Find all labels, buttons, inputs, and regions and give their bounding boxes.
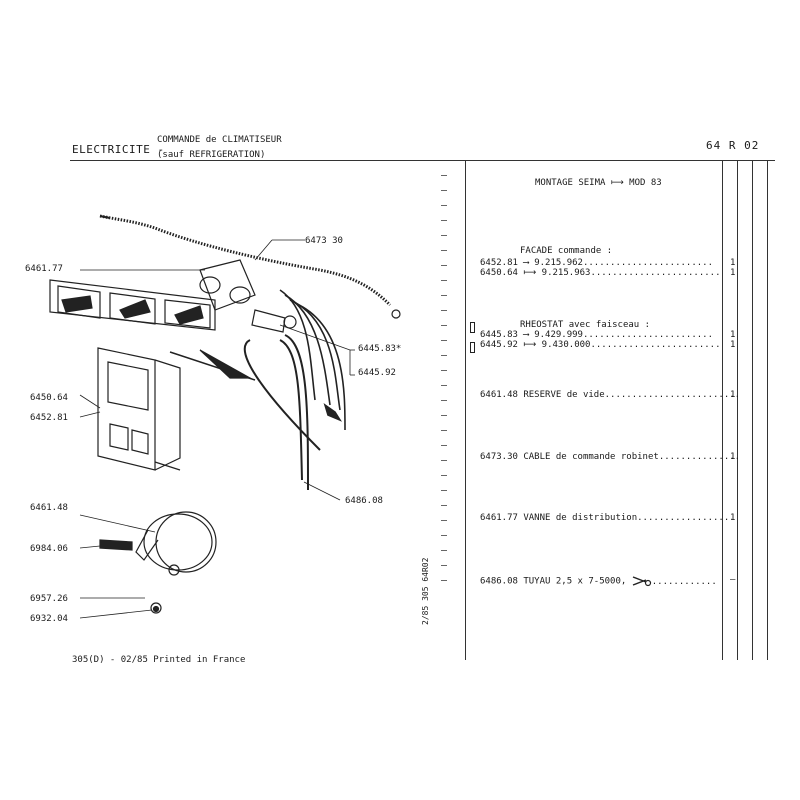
callout-6452-81: 6452.81 (30, 413, 68, 423)
vacuum-hoses (243, 334, 321, 491)
scissors-icon (632, 576, 651, 587)
table-col-rule-1 (722, 160, 723, 660)
part-6461-48: 6461.48 RESERVE de vide.................… (480, 390, 740, 400)
page-code: 64 R 02 (706, 139, 760, 152)
section-title: ELECTRICITE - (72, 143, 165, 156)
table-col-rule-2 (737, 160, 738, 660)
table-col-rule-3 (752, 160, 753, 660)
header-title-line1: COMMANDE de CLIMATISEUR (157, 135, 282, 145)
callout-6461-77: 6461.77 (25, 264, 63, 274)
montage-label: MONTAGE SEIMA ⟼ MOD 83 (535, 178, 662, 188)
bolt (99, 539, 133, 551)
header-rule (70, 160, 775, 161)
callout-6957-26: 6957.26 (30, 594, 68, 604)
rheo-row-2-qty: 1 (730, 340, 736, 350)
table-left-rule (465, 160, 466, 660)
part-6461-48-qty: 1 (730, 390, 736, 400)
part-6473-30-qty: 1 (730, 452, 736, 462)
support-frame (97, 347, 181, 471)
rheo-marker-2 (470, 342, 475, 353)
facade-row-1-qty: 1 (730, 258, 736, 268)
callout-6461-48: 6461.48 (30, 503, 68, 513)
callout-6450-64: 6450.64 (30, 393, 68, 403)
cable-end (391, 309, 401, 319)
facade-row-2-qty: 1 (730, 268, 736, 278)
parts-diagram (49, 214, 401, 619)
vacuum-reserve (135, 511, 217, 576)
footer-printed: 305(D) - 02/85 Printed in France (72, 655, 246, 665)
facade-title: FACADE commande : (520, 246, 613, 256)
nut (152, 605, 160, 613)
rheostat (251, 309, 297, 333)
callout-6486-08: 6486.08 (345, 496, 383, 506)
facade-row-1: 6452.81 ⟶ 9.215.962.....................… (480, 258, 713, 268)
header-title-line2: (sauf REFRIGERATION) (157, 150, 266, 160)
wire-harness (279, 289, 346, 431)
callout-6984-06: 6984.06 (30, 544, 68, 554)
callout-6445-92: 6445.92 (358, 368, 396, 378)
rheo-marker-1 (470, 322, 475, 333)
part-6473-30: 6473.30 CABLE de commande robinet.......… (480, 452, 739, 462)
rheo-title: RHEOSTAT avec faisceau : (520, 320, 651, 330)
part-6486-08-qty: – (730, 575, 736, 585)
part-6486-08: 6486.08 TUYAU 2,5 x 7-5000, ............… (480, 576, 717, 587)
part-6461-77-qty: 1 (730, 513, 736, 523)
washer (150, 602, 162, 614)
part-6461-77: 6461.77 VANNE de distribution...........… (480, 513, 732, 523)
rheo-row-2: 6445.92 ⟼ 9.430.000.....................… (480, 340, 721, 350)
table-col-rule-4 (767, 160, 768, 660)
facade-panel (49, 279, 256, 381)
callout-6932-04: 6932.04 (30, 614, 68, 624)
facade-row-2: 6450.64 ⟼ 9.215.963.....................… (480, 268, 721, 278)
callout-6473-30: 6473 30 (305, 236, 343, 246)
rheo-row-1: 6445.83 ⟶ 9.429.999.....................… (480, 330, 713, 340)
rheo-row-1-qty: 1 (730, 330, 736, 340)
callout-6445-83: 6445.83* (358, 344, 402, 354)
distribution-valve (199, 259, 256, 311)
control-cable (99, 214, 392, 307)
